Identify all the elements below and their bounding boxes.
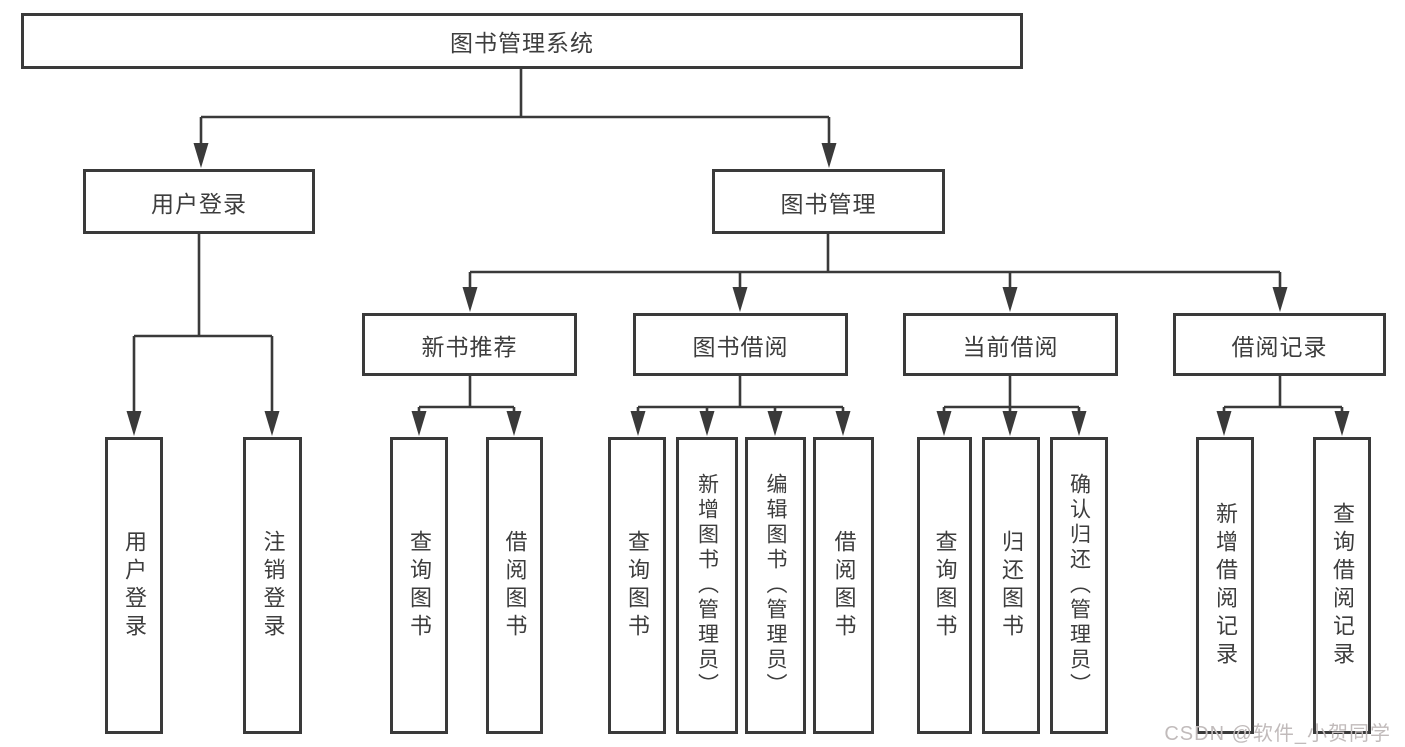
arrowhead-icon	[821, 143, 837, 168]
leaf-confirm-return-admin: 确认归还（管理员）	[1050, 437, 1108, 734]
connector-user-login	[126, 234, 280, 436]
arrowhead-icon	[835, 411, 851, 436]
node-book-borrow: 图书借阅	[633, 313, 848, 376]
leaf-borrow-books: 借阅图书	[813, 437, 874, 734]
arrowhead-icon	[767, 411, 783, 436]
arrowhead-icon	[462, 287, 478, 312]
leaf-query-books-current: 查询图书	[917, 437, 972, 734]
connector-book-borrow	[630, 376, 851, 436]
arrowhead-icon	[193, 143, 209, 168]
leaf-query-books-recommend: 查询图书	[390, 437, 448, 734]
node-book-management: 图书管理	[712, 169, 945, 234]
arrowhead-icon	[506, 411, 522, 436]
leaf-add-books-admin: 新增图书（管理员）	[676, 437, 738, 734]
leaf-edit-books-admin: 编辑图书（管理员）	[745, 437, 806, 734]
leaf-borrow-books-recommend: 借阅图书	[486, 437, 543, 734]
leaf-query-borrow-record: 查询借阅记录	[1313, 437, 1371, 734]
arrowhead-icon	[264, 411, 280, 436]
leaf-logout: 注销登录	[243, 437, 302, 734]
arrowhead-icon	[1216, 411, 1232, 436]
connector-root	[193, 69, 837, 168]
arrowhead-icon	[936, 411, 952, 436]
arrowhead-icon	[1334, 411, 1350, 436]
arrowhead-icon	[411, 411, 427, 436]
arrowhead-icon	[126, 411, 142, 436]
arrowhead-icon	[1272, 287, 1288, 312]
leaf-user-login: 用户登录	[105, 437, 163, 734]
connector-new-book-recommend	[411, 376, 522, 436]
arrowhead-icon	[732, 287, 748, 312]
arrowhead-icon	[1002, 287, 1018, 312]
connector-borrow-records	[1216, 376, 1350, 436]
connector-current-borrow	[936, 376, 1087, 436]
leaf-query-books-borrow: 查询图书	[608, 437, 666, 734]
node-user-login: 用户登录	[83, 169, 315, 234]
node-new-book-recommend: 新书推荐	[362, 313, 577, 376]
arrowhead-icon	[1002, 411, 1018, 436]
arrowhead-icon	[630, 411, 646, 436]
node-borrow-records: 借阅记录	[1173, 313, 1386, 376]
csdn-watermark: CSDN @软件_小贺同学	[1164, 723, 1391, 745]
node-current-borrow: 当前借阅	[903, 313, 1118, 376]
connector-book-management	[462, 234, 1288, 312]
arrowhead-icon	[1071, 411, 1087, 436]
arrowhead-icon	[699, 411, 715, 436]
leaf-return-books: 归还图书	[982, 437, 1040, 734]
leaf-add-borrow-record: 新增借阅记录	[1196, 437, 1254, 734]
node-root-system: 图书管理系统	[21, 13, 1023, 69]
